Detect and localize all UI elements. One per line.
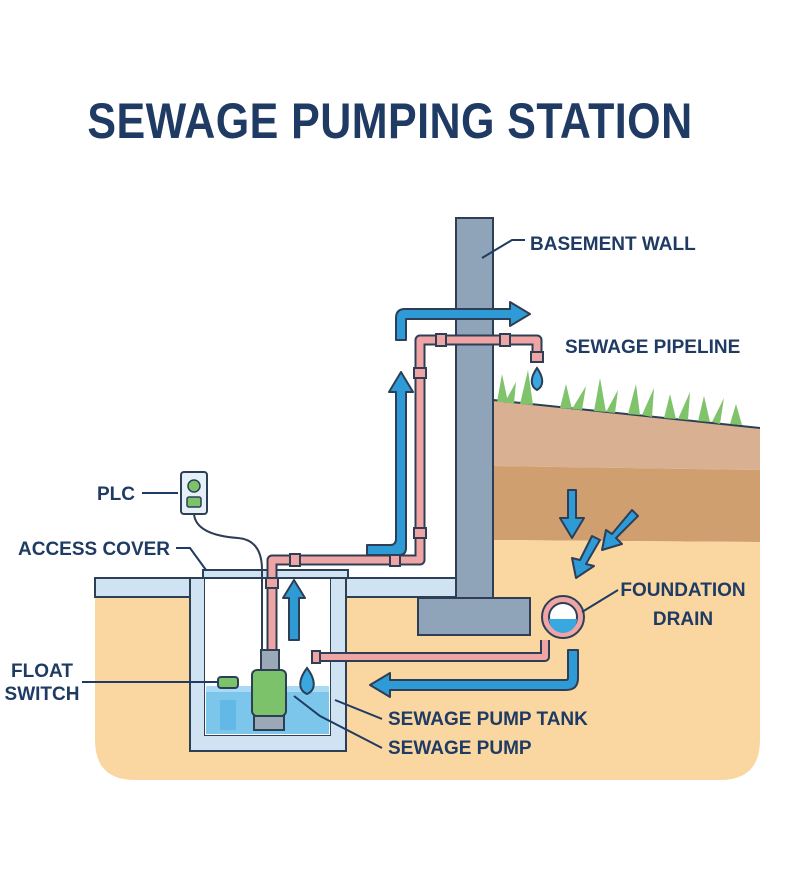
basement-wall bbox=[455, 217, 494, 599]
soil-slope-outline bbox=[492, 399, 761, 429]
topsoil-layer bbox=[493, 400, 760, 470]
label-foundation-drain-line2: DRAIN bbox=[652, 609, 714, 630]
label-plc: PLC bbox=[97, 484, 135, 505]
basement-floor-slab bbox=[94, 577, 206, 598]
soil-light-upper bbox=[493, 540, 760, 578]
page-title: SEWAGE PUMPING STATION bbox=[87, 93, 693, 149]
label-basement-wall: BASEMENT WALL bbox=[530, 234, 696, 255]
plc-cable bbox=[193, 513, 263, 660]
label-float-switch-line2: SWITCH bbox=[4, 684, 80, 705]
pipeline-droplet bbox=[530, 366, 544, 392]
wall-footing bbox=[417, 597, 531, 636]
label-float-switch-line1: FLOAT bbox=[11, 661, 73, 682]
subsoil-layer bbox=[493, 466, 760, 542]
grass bbox=[497, 370, 742, 425]
float-switch bbox=[217, 676, 239, 689]
basement-floor-slab-right bbox=[336, 577, 459, 598]
label-sewage-pump-tank: SEWAGE PUMP TANK bbox=[388, 709, 588, 730]
label-float-switch: FLOAT SWITCH bbox=[2, 660, 82, 706]
tank-droplet bbox=[299, 666, 315, 696]
sewage-pump bbox=[251, 649, 287, 731]
label-sewage-pipeline: SEWAGE PIPELINE bbox=[565, 337, 741, 358]
flow-arrows bbox=[282, 301, 639, 698]
label-foundation-drain-line1: FOUNDATION bbox=[620, 580, 746, 601]
label-access-cover: ACCESS COVER bbox=[18, 539, 171, 560]
leader-lines bbox=[82, 239, 619, 749]
label-sewage-pump: SEWAGE PUMP bbox=[388, 738, 532, 759]
pipe-couplings bbox=[265, 333, 544, 589]
label-foundation-drain: FOUNDATION DRAIN bbox=[618, 579, 748, 631]
